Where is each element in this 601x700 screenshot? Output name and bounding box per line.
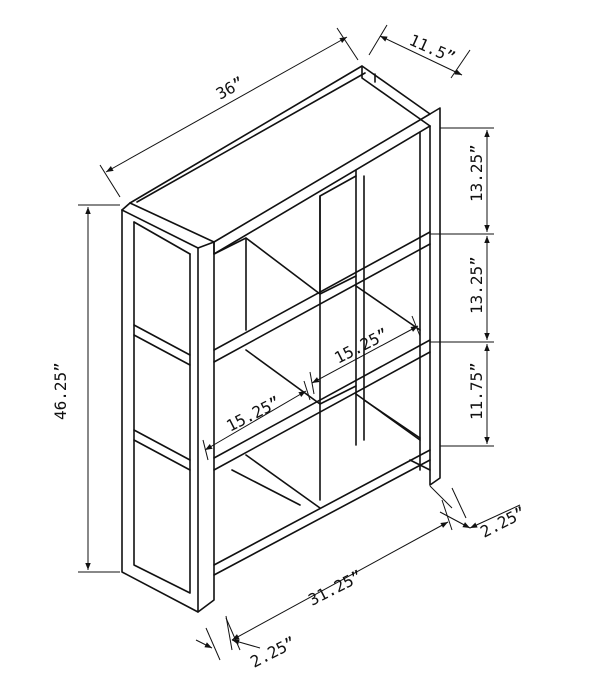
dimension-leg-right: 2.25”: [429, 485, 529, 542]
dimension-overall-width: 36”: [99, 27, 359, 198]
compartment-right-label: 15.25”: [331, 324, 391, 367]
depth-label: 11.5”: [406, 30, 458, 67]
dimension-shelf-gaps: 13.25” 13.25” 11.75”: [430, 127, 494, 447]
leg-left-label: 2.25”: [247, 633, 299, 672]
dimension-leg-left: 2.25”: [195, 617, 299, 672]
shelf-gap-middle-label: 13.25”: [467, 256, 486, 314]
dimension-compartment-left: 15.25”: [202, 380, 311, 461]
compartment-left-label: 15.25”: [223, 392, 283, 435]
shelf-gap-top-label: 13.25”: [467, 144, 486, 202]
leg-right-label: 2.25”: [477, 503, 529, 542]
dimension-inner-width: 31.25”: [225, 499, 453, 651]
overall-height-label: 46.25”: [51, 362, 70, 420]
dimension-depth: 11.5”: [368, 24, 471, 79]
dimension-overall-height: 46.25”: [51, 204, 120, 573]
bookshelf-outline: [121, 65, 441, 613]
shelf-gap-bottom-label: 11.75”: [467, 362, 486, 420]
overall-width-label: 36”: [213, 73, 247, 104]
inner-width-label: 31.25”: [305, 566, 365, 609]
